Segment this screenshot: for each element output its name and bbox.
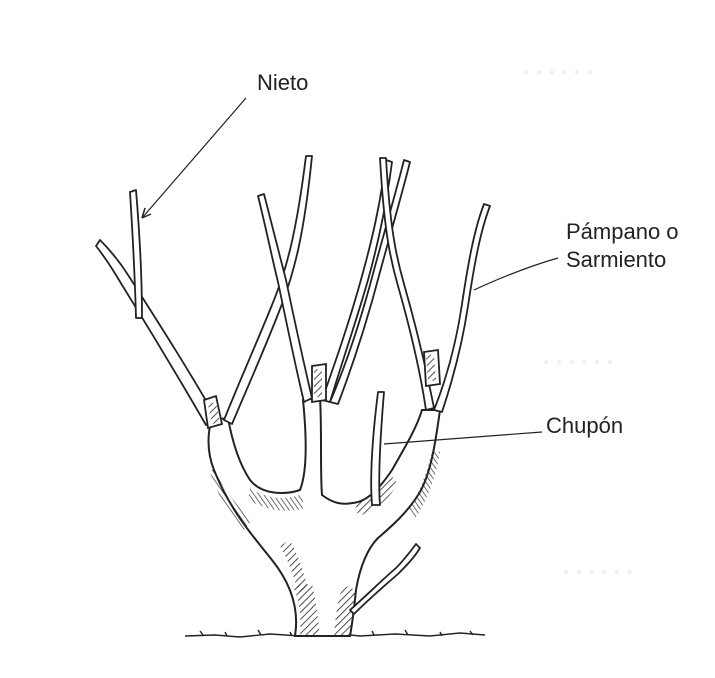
nieto-pointer-line: [142, 98, 246, 218]
chupon-label: Chupón: [546, 412, 623, 440]
nieto-label: Nieto: [257, 69, 308, 97]
pampano-label: Pámpano o: [566, 218, 679, 246]
pampano-pointer-line: [474, 258, 558, 290]
leader-lines: [142, 98, 558, 444]
chupon-pointer-line: [384, 432, 542, 444]
sarmiento-label: Sarmiento: [566, 246, 666, 274]
